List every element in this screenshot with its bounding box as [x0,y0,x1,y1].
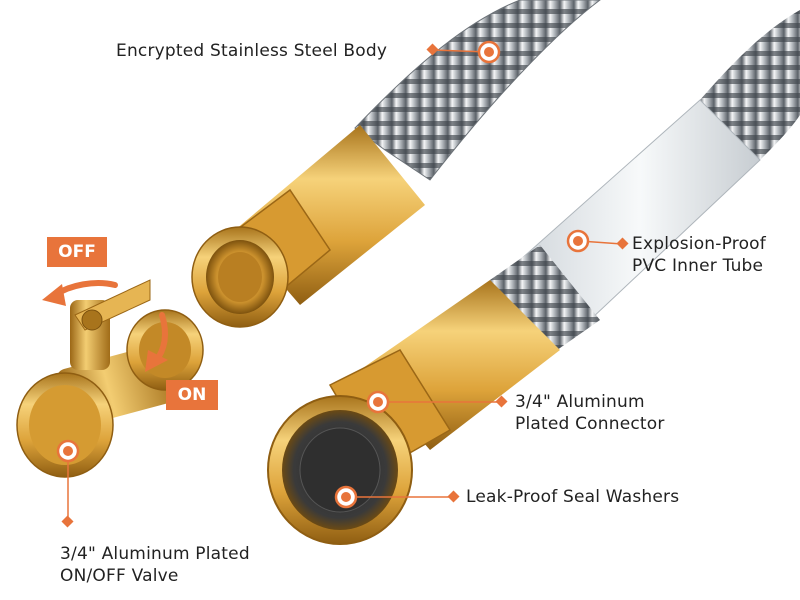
label-pvc-tube-line2: PVC Inner Tube [632,256,764,276]
brass-connector-lower [267,280,560,545]
label-pvc-tube: Explosion-Proof PVC Inner Tube [632,233,766,277]
off-badge: OFF [47,237,107,267]
marker-washers-dot [341,492,351,502]
label-valve-line1: 3/4" Aluminum Plated [60,544,250,564]
label-pvc-tube-line1: Explosion-Proof [632,234,766,254]
diamond-icon [495,395,508,408]
marker-connector-dot [373,397,383,407]
label-connector: 3/4" Aluminum Plated Connector [515,391,665,435]
marker-body-dot [484,47,494,57]
label-stainless-body-text: Encrypted Stainless Steel Body [116,41,388,61]
label-valve: 3/4" Aluminum Plated ON/OFF Valve [60,543,250,587]
label-stainless-body: Encrypted Stainless Steel Body [116,40,387,62]
off-arrow-icon [52,280,118,298]
marker-tube-dot [573,236,583,246]
on-arrowhead-icon [145,350,168,372]
label-washers: Leak-Proof Seal Washers [466,486,679,508]
diamond-icon [616,237,629,250]
stainless-hose-right [700,10,800,160]
diamond-icon [61,515,74,528]
callout-markers [56,40,590,509]
diamond-icon [447,490,460,503]
brass-connector-upper [191,125,425,328]
marker-valve-dot [63,446,73,456]
stainless-hose-upper [354,0,601,181]
on-badge: ON [166,380,218,410]
label-connector-line2: Plated Connector [515,414,665,434]
label-connector-line1: 3/4" Aluminum [515,392,645,412]
stainless-hose-lower-ring [490,245,600,355]
brass-valve [16,279,204,478]
label-valve-line2: ON/OFF Valve [60,566,179,586]
label-washers-text: Leak-Proof Seal Washers [466,487,680,507]
diamond-icon [426,43,439,56]
off-arrowhead-icon [42,284,66,306]
